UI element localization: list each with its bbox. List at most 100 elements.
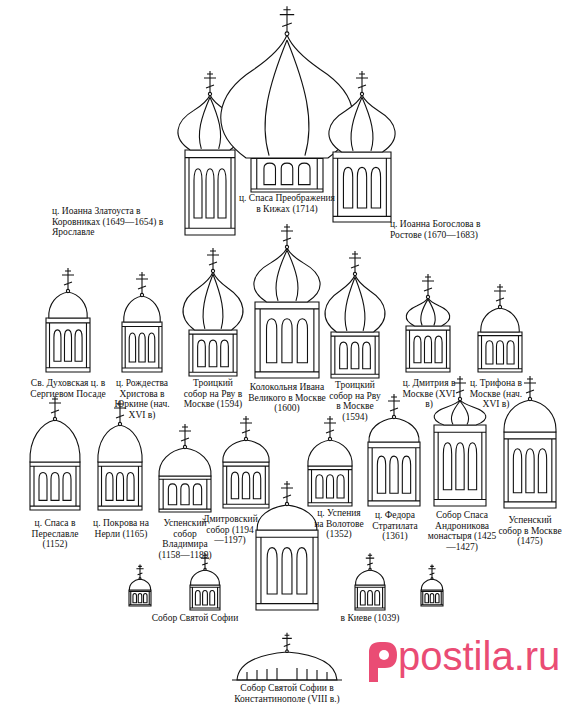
drum: [421, 590, 443, 606]
church-drawing: [329, 71, 395, 222]
church-caption: ц. Спаса Преображения в Кижах (1714): [237, 193, 337, 214]
onion-dome: [329, 95, 395, 152]
drum: [255, 302, 319, 378]
church-drawing: [325, 251, 385, 378]
church-caption: ц. Трифона в Москве (нач. XVI в): [466, 378, 526, 410]
drum: [189, 330, 237, 376]
church-caption: Троицкий собор на Рву в Москве (1594): [328, 380, 382, 422]
church-caption: ц. Иоанна Златоуста в Коровниках (1649—1…: [52, 206, 177, 238]
church-drawing: [254, 224, 320, 378]
church-caption: ц. Успения на Волотове (1352): [312, 508, 366, 540]
cross: [62, 268, 74, 293]
drum: [30, 462, 80, 510]
drum: [46, 318, 90, 372]
drum: [504, 432, 556, 508]
logo-shape: [369, 642, 397, 682]
church-caption: в Киеве (1039): [325, 613, 415, 624]
church-caption: Колокольня Ивана Великого в Москве (1600…: [246, 382, 328, 414]
church-caption: ц. Спаса в Переславле (1152): [22, 518, 88, 550]
onion-dome: [183, 272, 243, 330]
church-drawing: [159, 424, 211, 512]
cross: [49, 396, 61, 421]
church-caption: ц. Рождества Христова в Юркине (нач. XVI…: [112, 378, 172, 420]
drum: [129, 590, 151, 606]
church-drawing: [478, 284, 522, 372]
helmet-dome: [159, 448, 211, 476]
helmet-dome: [481, 308, 520, 332]
drum: [355, 585, 385, 610]
flat-dome: [237, 652, 337, 680]
church-drawing: [122, 272, 162, 372]
drum: [190, 585, 220, 610]
church-drawing: [308, 416, 352, 506]
helmet-dome: [257, 505, 317, 530]
cross: [136, 565, 143, 580]
helmet-dome: [124, 296, 161, 322]
cross: [422, 274, 434, 299]
helmet-dome: [49, 292, 88, 318]
helmet-dome: [223, 440, 269, 462]
cross: [179, 424, 191, 449]
church-caption: Успенский собор в Москве (1475): [498, 515, 562, 547]
drum: [331, 332, 379, 378]
drum: [122, 322, 162, 372]
drum: [406, 326, 450, 372]
cross: [494, 284, 506, 309]
cross: [356, 71, 368, 96]
helmet-dome: [98, 425, 142, 462]
church-drawing: [406, 274, 450, 372]
church-caption: Св. Духовская ц. в Сергиевом Посаде: [28, 378, 108, 399]
church-drawing: [129, 481, 443, 610]
cross: [280, 6, 294, 36]
cross: [281, 224, 293, 249]
helmet-dome: [129, 579, 150, 590]
cross: [281, 481, 293, 506]
cross: [324, 416, 336, 441]
onion-dome: [325, 275, 385, 332]
church-caption: Дмитровский собор (1194—1197): [203, 514, 257, 546]
cross: [240, 416, 252, 441]
church-caption: Собор Спаса Андроникова монастыря (1425—…: [426, 510, 498, 552]
church-drawing: [368, 394, 420, 506]
church-drawing: [183, 248, 243, 376]
drum: [308, 466, 352, 506]
drum: [478, 332, 522, 372]
cross: [282, 633, 292, 653]
church-caption: Собор Святой Софии в Константинополе (VI…: [212, 683, 362, 704]
drum: [223, 462, 269, 508]
church-drawing: [46, 268, 90, 372]
drum: [98, 462, 142, 510]
helmet-dome: [308, 440, 352, 466]
church-caption: ц. Федора Стратилата (1361): [366, 510, 424, 542]
dome-windows: [232, 668, 342, 680]
cross: [388, 394, 400, 419]
church-caption: ц. Покрова на Нерли (1165): [91, 518, 151, 539]
drum: [434, 425, 486, 506]
onion-dome: [434, 400, 486, 425]
drum: [251, 155, 323, 192]
cross: [204, 71, 216, 96]
church-caption: Троицкий собор на Рву в Москве (1594): [183, 378, 243, 410]
cross: [524, 376, 536, 401]
church-drawing: [30, 396, 80, 510]
watermark-logo: [369, 642, 397, 682]
helmet-dome: [504, 400, 556, 432]
church-caption: Собор Святой Софии: [140, 613, 250, 624]
onion-dome: [254, 248, 320, 302]
logo-hole: [379, 650, 389, 660]
cross: [454, 376, 466, 401]
watermark: postila.ru: [398, 636, 564, 676]
church-drawing: [232, 633, 342, 680]
helmet-dome: [421, 579, 442, 590]
church-caption: ц. Иоанна Богослова в Ростове (1670—1683…: [390, 219, 502, 240]
cross: [349, 251, 361, 276]
church-caption: Успенский собор Владимира (1158—1189): [154, 518, 216, 560]
church-drawing: [223, 416, 269, 508]
helmet-dome: [30, 420, 80, 462]
helmet-dome: [369, 418, 419, 442]
onion-dome: [406, 298, 449, 326]
cross: [428, 565, 435, 580]
drum: [256, 530, 318, 610]
